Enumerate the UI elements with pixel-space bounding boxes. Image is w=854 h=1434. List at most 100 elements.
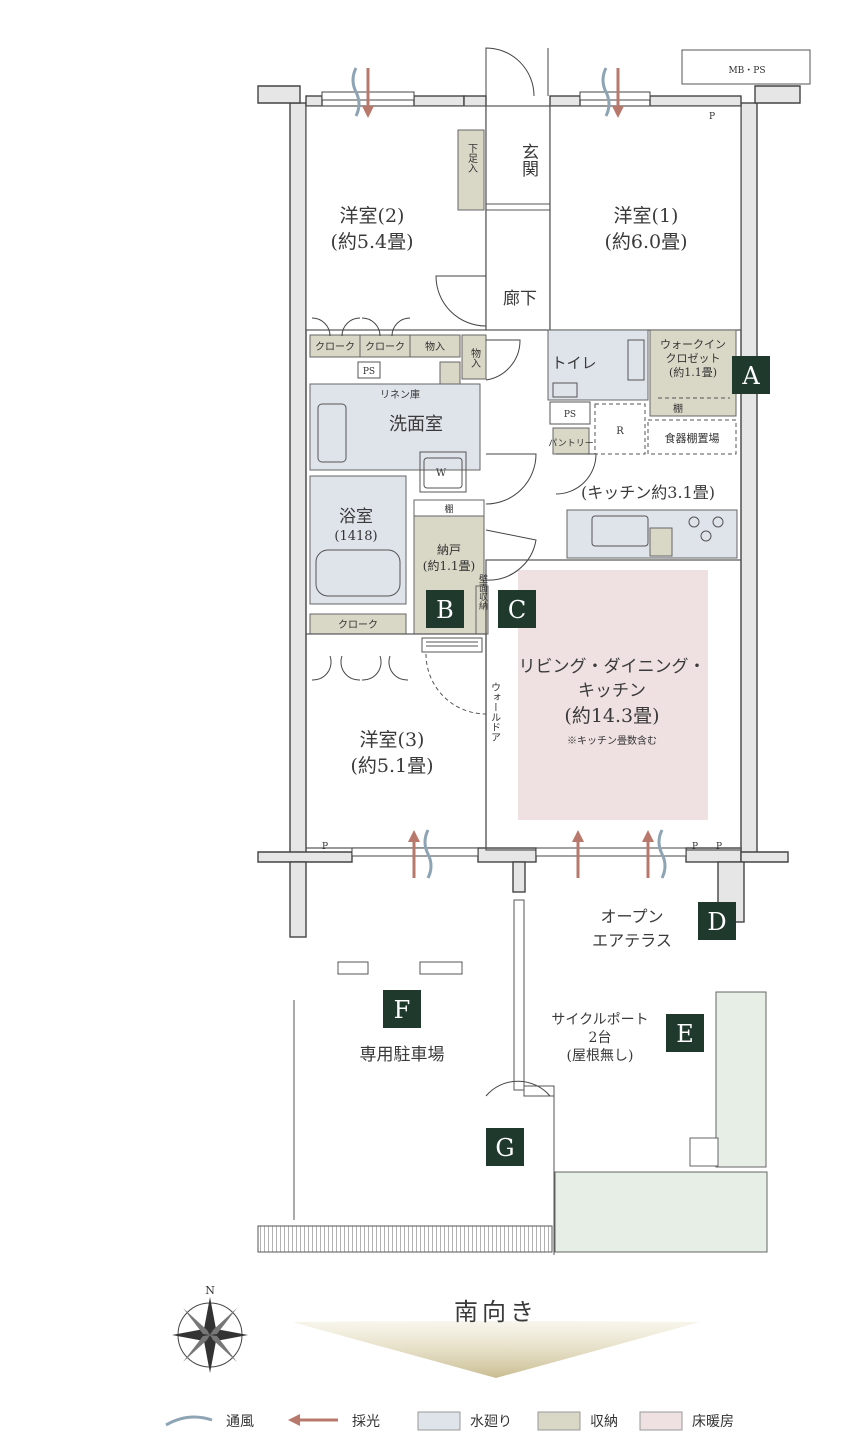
closet-label-2: クローク bbox=[365, 341, 405, 353]
dish-shelf-label: 食器棚置場 bbox=[665, 431, 720, 445]
ldk-size: (約14.3畳) bbox=[564, 705, 659, 727]
planter-right bbox=[715, 991, 767, 1168]
western-room-3-size: (約5.1畳) bbox=[350, 755, 433, 777]
badge-a: A bbox=[732, 356, 770, 394]
pantry-label: パントリー bbox=[548, 438, 593, 449]
legend-light: 採光 bbox=[352, 1414, 380, 1430]
svg-text:G: G bbox=[495, 1134, 514, 1162]
svg-text:C: C bbox=[508, 596, 526, 624]
badge-f: F bbox=[383, 990, 421, 1028]
p-label-2: P bbox=[322, 842, 328, 852]
outdoor bbox=[257, 861, 768, 1255]
dish-shelf bbox=[647, 419, 737, 455]
ps-box-1 bbox=[357, 361, 381, 379]
cycle-line2: 2台 bbox=[589, 1030, 612, 1046]
entrance-area bbox=[485, 105, 551, 331]
western-room-1-size: (約6.0畳) bbox=[604, 231, 687, 253]
legend-water: 水廻り bbox=[470, 1414, 512, 1430]
ps-box-2 bbox=[549, 401, 591, 425]
walkin-shelf-label: 棚 bbox=[673, 402, 683, 415]
washroom bbox=[309, 383, 481, 471]
parking-label: 専用駐車場 bbox=[360, 1045, 445, 1065]
badge-d: D bbox=[698, 902, 736, 940]
storeroom-label: 納戸 bbox=[437, 543, 461, 557]
storage-label-hall: 物入 bbox=[469, 347, 481, 368]
storage-room2 bbox=[409, 334, 461, 358]
walkin-line3: (約1.1畳) bbox=[669, 365, 717, 379]
doors bbox=[311, 47, 597, 1097]
hallway-label: 廊下 bbox=[503, 289, 537, 309]
wall-storage-label: 壁面収納 bbox=[477, 573, 488, 611]
wind-icon bbox=[165, 1415, 213, 1427]
terrace-line2: エアテラス bbox=[592, 931, 672, 950]
badge-b: B bbox=[426, 590, 464, 628]
svg-text:D: D bbox=[707, 908, 726, 936]
mbps-label: MB・PS bbox=[728, 66, 765, 76]
entrance-label: 玄関 bbox=[518, 143, 538, 177]
western-room-3-name: 洋室(3) bbox=[360, 729, 425, 751]
fence-bottom bbox=[257, 1225, 553, 1253]
bathroom bbox=[309, 475, 407, 605]
ldk-line1: リビング・ダイニング・ bbox=[519, 657, 706, 677]
walkin-line2: クロゼット bbox=[666, 352, 721, 365]
storage-label-room2: 物入 bbox=[425, 340, 445, 353]
washer-label: W bbox=[436, 468, 447, 479]
terrace-line1: オープン bbox=[600, 907, 663, 926]
western-room-2-size: (約5.4畳) bbox=[330, 231, 413, 253]
north-label: N bbox=[205, 1284, 215, 1297]
fridge-space bbox=[594, 403, 646, 455]
washroom-label: 洗面室 bbox=[389, 414, 443, 435]
p-label-3: P bbox=[692, 842, 698, 852]
ps-label-2: PS bbox=[564, 410, 576, 420]
window-markers bbox=[321, 67, 687, 879]
walkin-line1: ウォークイン bbox=[660, 338, 726, 351]
svg-text:B: B bbox=[436, 596, 454, 624]
western-room-2 bbox=[305, 105, 487, 331]
legend-heat: 床暖房 bbox=[692, 1414, 734, 1430]
bath-size: (1418) bbox=[334, 529, 377, 544]
badge-c: C bbox=[498, 590, 536, 628]
legend: 通風 採光 水廻り 収納 床暖房 bbox=[165, 1411, 734, 1431]
south-arrow-icon bbox=[292, 1321, 700, 1378]
storeroom-shelf-label: 棚 bbox=[444, 503, 453, 515]
linen-label: リネン庫 bbox=[380, 388, 420, 401]
cycle-line1: サイクルポート bbox=[551, 1012, 648, 1028]
hall-storage bbox=[461, 334, 487, 380]
closet-label-1: クローク bbox=[315, 341, 355, 353]
outer-walls bbox=[257, 85, 801, 863]
legend-storage: 収納 bbox=[590, 1414, 618, 1430]
legend-heat-swatch bbox=[639, 1411, 683, 1431]
legend-storage-swatch bbox=[537, 1411, 581, 1431]
planter-bottom bbox=[554, 1171, 768, 1253]
ldk-note: ※キッチン畳数含む bbox=[567, 734, 657, 747]
storeroom-size: (約1.1畳) bbox=[423, 558, 475, 573]
toilet-room bbox=[547, 329, 649, 401]
closet-label-3: クローク bbox=[338, 619, 378, 631]
ldk-floor-heating bbox=[518, 570, 708, 820]
compass-icon bbox=[172, 1297, 248, 1373]
svg-text:F: F bbox=[394, 996, 411, 1024]
p-label-1: P bbox=[709, 112, 715, 122]
legend-wind: 通風 bbox=[226, 1414, 254, 1430]
toilet-label: トイレ bbox=[551, 354, 596, 372]
svg-text:E: E bbox=[676, 1020, 694, 1048]
wall-door-label: ウォールドア bbox=[489, 682, 501, 742]
ldk-line2: キッチン bbox=[578, 681, 646, 701]
svg-text:A: A bbox=[741, 362, 760, 390]
western-room-1 bbox=[549, 105, 742, 331]
fridge-label: R bbox=[616, 426, 624, 437]
mbps-box bbox=[681, 49, 811, 85]
western-room-1-name: 洋室(1) bbox=[614, 205, 679, 227]
badge-e: E bbox=[666, 1014, 704, 1052]
shoe-storage bbox=[457, 129, 485, 211]
legend-water-swatch bbox=[417, 1411, 461, 1431]
interior bbox=[305, 105, 742, 851]
badge-g: G bbox=[486, 1128, 524, 1166]
bath-label: 浴室 bbox=[339, 507, 373, 527]
p-label-4: P bbox=[716, 842, 722, 852]
western-room-2-name: 洋室(2) bbox=[340, 205, 405, 227]
ps-label-1: PS bbox=[363, 367, 375, 377]
pantry bbox=[552, 427, 590, 455]
kitchen-label: (キッチン約3.1畳) bbox=[581, 483, 715, 502]
